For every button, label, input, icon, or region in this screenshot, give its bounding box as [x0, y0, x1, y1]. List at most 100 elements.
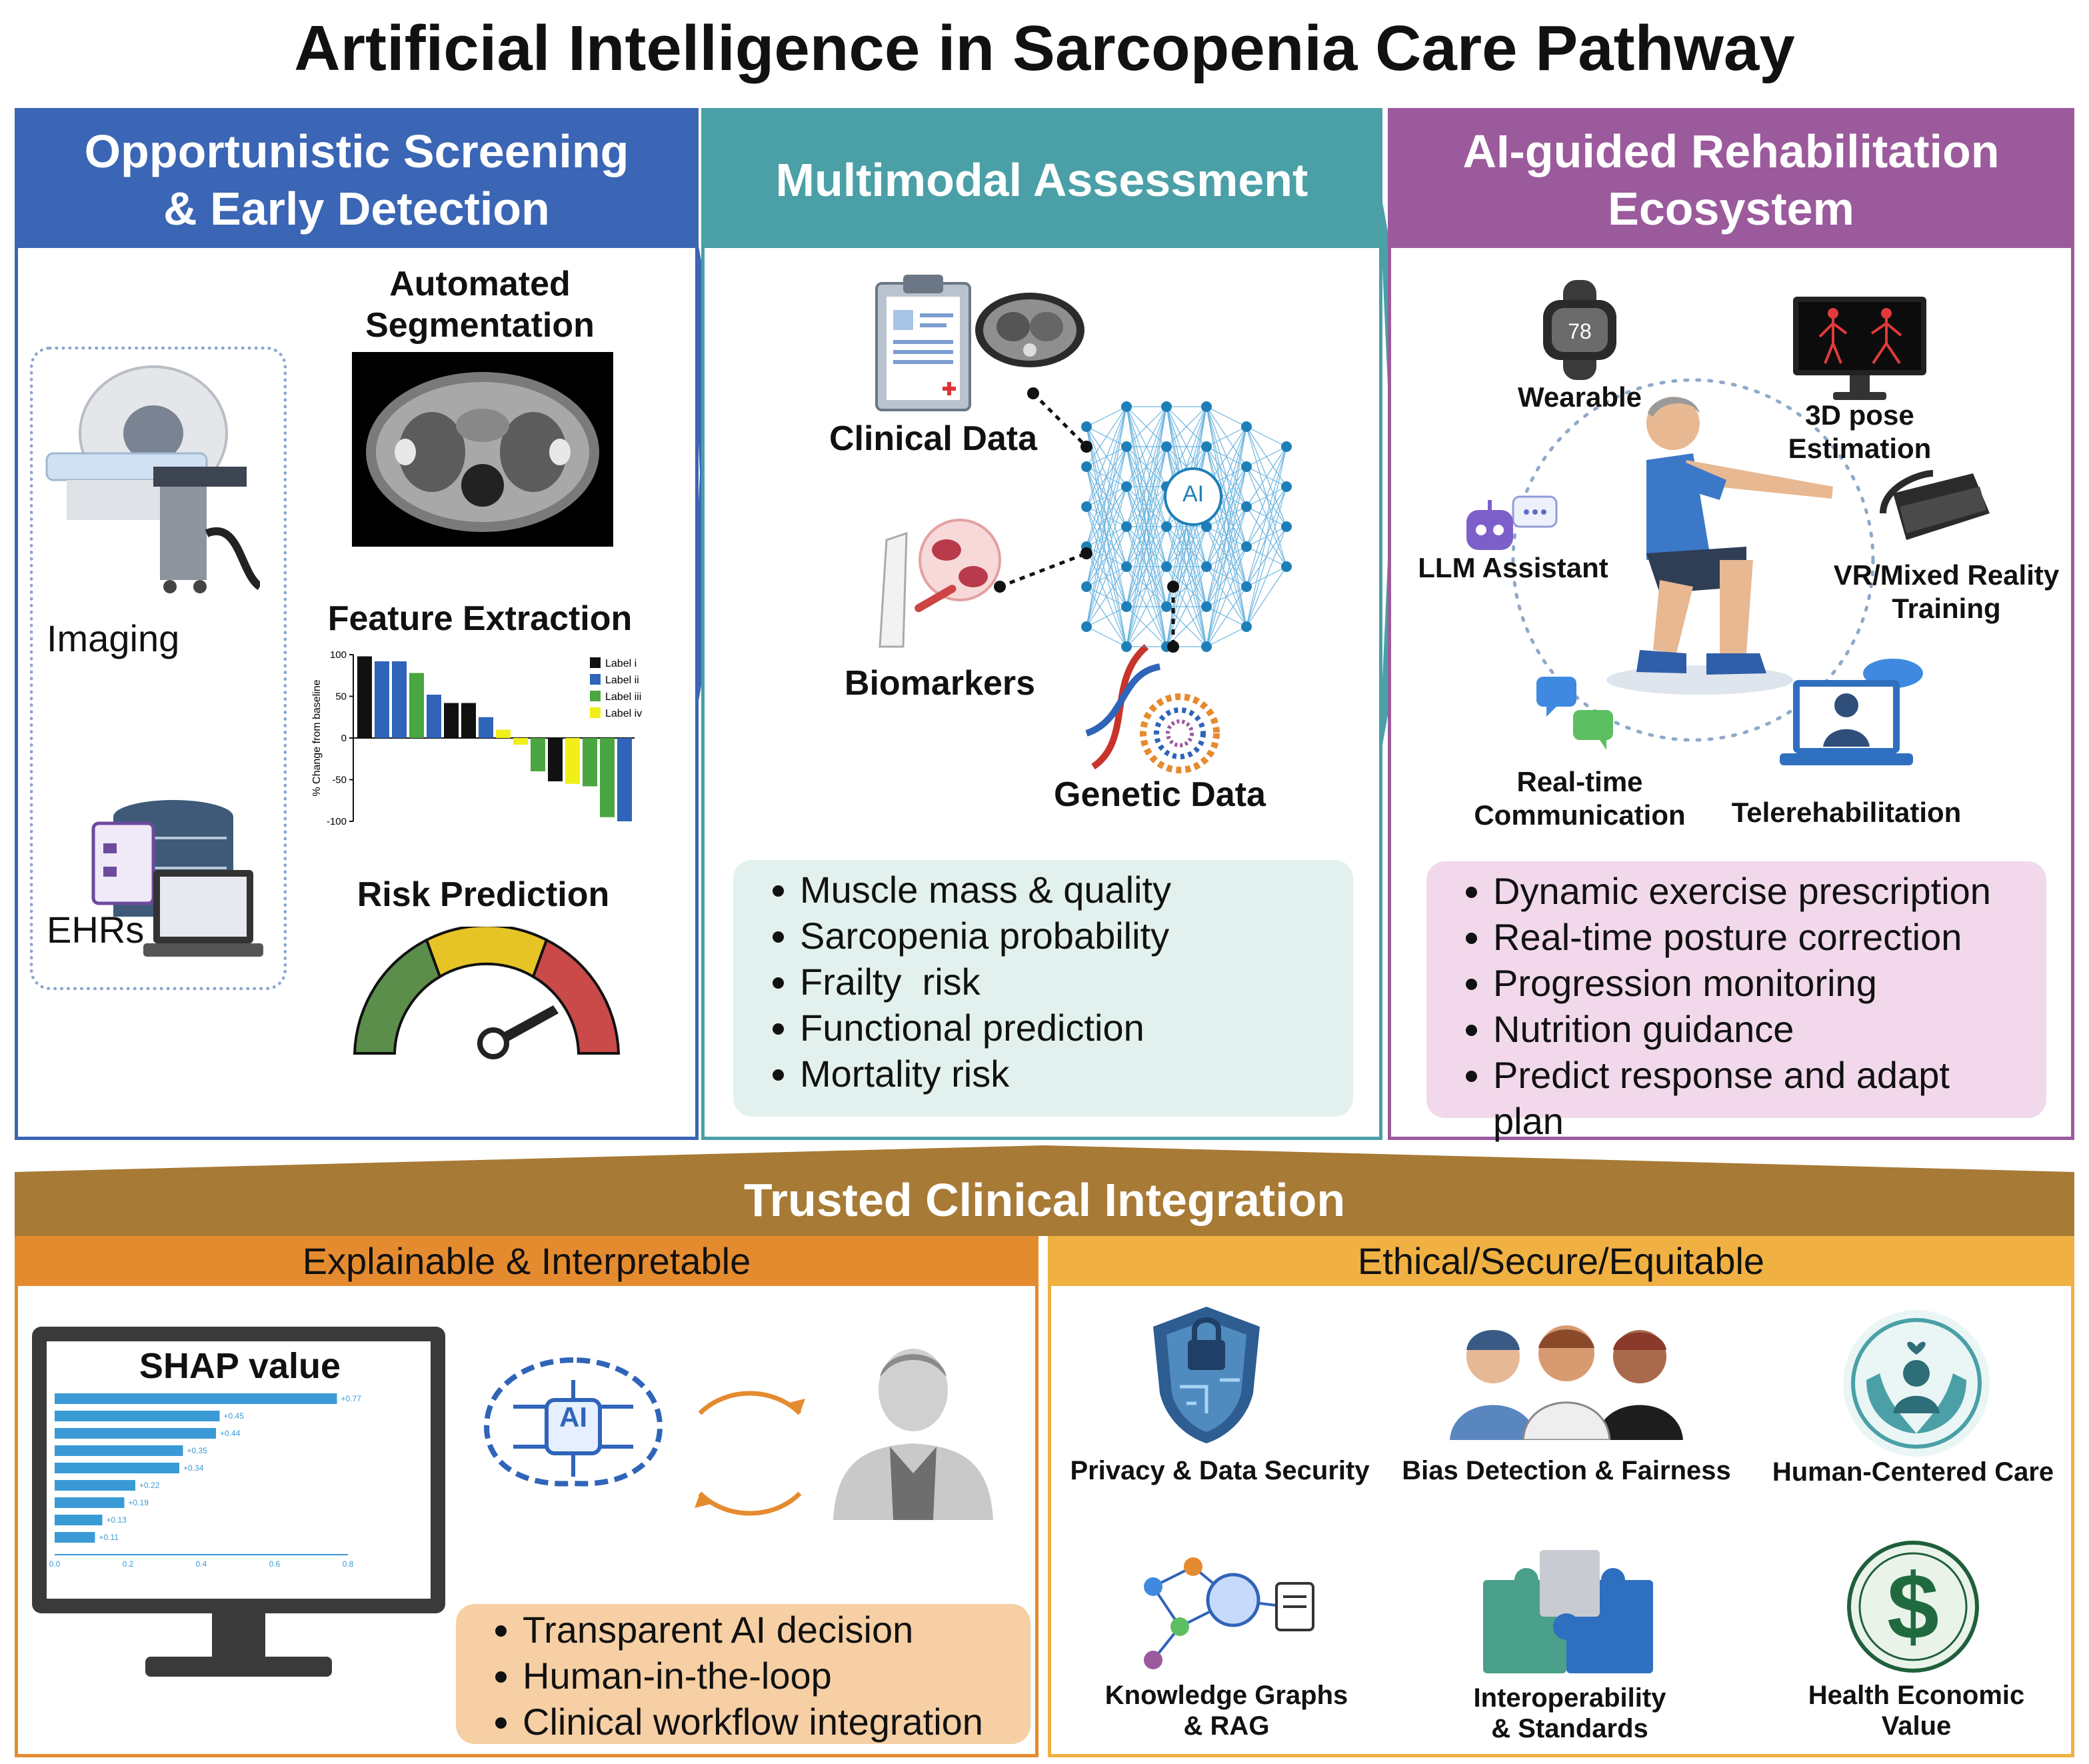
shap-value-label: +0.44 [220, 1429, 241, 1438]
nn-node [1241, 501, 1252, 512]
waterfall-bar [444, 703, 459, 738]
shap-bar [55, 1445, 183, 1456]
nn-node [1281, 481, 1292, 492]
diverse-people-icon [1450, 1325, 1683, 1440]
y-tick-label: -100 [327, 816, 347, 827]
ai-brain-icon [483, 1357, 663, 1487]
nn-edge [1206, 426, 1247, 567]
wearable-label: Wearable [1518, 381, 1642, 413]
risk-prediction-label: Risk Prediction [357, 875, 610, 914]
ethical-heading: Ethical/Secure/Equitable [1048, 1236, 2074, 1286]
nn-node [1161, 521, 1172, 532]
explain-bullet: Clinical workflow integration [523, 1699, 1011, 1745]
shap-x-tick-label: 0.8 [343, 1559, 354, 1569]
puzzle-pieces-icon [1483, 1550, 1653, 1673]
nn-edge [1086, 446, 1127, 627]
nn-edge [1126, 406, 1167, 607]
nn-node [1241, 421, 1252, 432]
nn-edge [1126, 486, 1167, 647]
nn-edge [1206, 586, 1247, 647]
nn-node [1121, 641, 1132, 652]
nn-edge [1166, 406, 1207, 647]
shap-bar [55, 1497, 125, 1508]
nn-edge [1086, 406, 1127, 627]
nn-edge [1246, 486, 1287, 627]
waterfall-bar [496, 729, 511, 738]
nn-edge [1246, 446, 1287, 627]
nn-node [1201, 601, 1212, 612]
link-endpoint [994, 581, 1006, 593]
nn-node [1121, 521, 1132, 532]
shield-lock-icon [1153, 1307, 1260, 1443]
waterfall-bar [357, 656, 372, 738]
rehab-outcomes-box: Dynamic exercise prescription Real-time … [1426, 861, 2046, 1142]
neural-network-icon [994, 387, 1292, 653]
bias-fairness-label: Bias Detection & Fairness [1402, 1456, 1731, 1485]
legend-swatch [590, 657, 601, 668]
pose-monitor-icon [1793, 297, 1926, 400]
telehealth-laptop-icon [1780, 659, 1923, 765]
ecosystem-ring [1511, 378, 1875, 742]
screening-heading: Opportunistic Screening & Early Detectio… [18, 111, 695, 248]
assessment-bullet: Functional prediction [800, 1005, 1333, 1051]
nn-edge [1246, 426, 1287, 447]
shap-bar [55, 1532, 95, 1543]
rehab-bullet: Progression monitoring [1493, 960, 2026, 1006]
shap-value-label: +0.22 [139, 1481, 160, 1490]
legend-label: Label i [605, 658, 637, 669]
nn-node [1201, 441, 1212, 452]
link-endpoint [1167, 581, 1179, 593]
chart-y-axis-label: % Change from baseline [311, 679, 323, 796]
shap-x-tick-label: 0.6 [269, 1559, 281, 1569]
nn-node [1161, 561, 1172, 572]
nn-node [1121, 401, 1132, 412]
nn-edge [1086, 606, 1127, 627]
rehab-bullet: Predict response and adapt plan [1493, 1052, 2026, 1144]
nn-edge [1206, 426, 1247, 447]
nn-edge [1166, 406, 1207, 487]
link-clinical [1032, 392, 1088, 448]
shap-bar [55, 1428, 216, 1439]
ehr-label: EHRs [47, 909, 145, 951]
clinician-icon [833, 1349, 993, 1520]
nn-edge [1206, 626, 1247, 647]
telerehab-label: Telerehabilitation [1731, 797, 1962, 828]
nn-node [1161, 441, 1172, 452]
nn-node [1281, 441, 1292, 452]
shap-value-label: +0.45 [224, 1411, 245, 1421]
knowledge-graph-icon [1144, 1557, 1314, 1669]
waterfall-bar [409, 673, 424, 738]
shap-bar [55, 1515, 103, 1525]
communication-label: Real-time Communication [1474, 766, 1686, 831]
shap-x-tick-label: 0.4 [196, 1559, 207, 1569]
nn-edge [1206, 426, 1247, 647]
dollar-sign: $ [1887, 1554, 1939, 1659]
rehab-heading: AI-guided Rehabilitation Ecosystem [1391, 111, 2071, 248]
legend-swatch [590, 674, 601, 685]
nn-edge [1086, 626, 1127, 647]
smartwatch-icon: 78 [1543, 280, 1616, 380]
nn-edge [1126, 406, 1167, 487]
nn-edge [1126, 606, 1167, 647]
nn-edge [1126, 406, 1167, 567]
health-economic-label: Health Economic Value [1808, 1681, 2025, 1741]
rehab-bullet: Dynamic exercise prescription [1493, 868, 2026, 914]
vr-headset-icon [1880, 470, 1990, 540]
trusted-heading: Trusted Clinical Integration [743, 1174, 1346, 1226]
nn-edge [1086, 406, 1127, 547]
nn-edge [1086, 406, 1127, 587]
exercising-person-icon [1606, 397, 1833, 695]
waterfall-bar [617, 738, 632, 821]
nn-node [1201, 521, 1212, 532]
robot-chat-icon [1466, 495, 1558, 550]
y-tick-label: 0 [341, 733, 347, 744]
link-endpoint [1080, 441, 1092, 453]
screening-panel: Opportunistic Screening & Early Detectio… [15, 108, 699, 1140]
waterfall-bar [479, 717, 493, 738]
page-title: Artificial Intelligence in Sarcopenia Ca… [294, 13, 1795, 84]
nn-node [1161, 401, 1172, 412]
waterfall-bar [392, 661, 407, 738]
shap-value-label: +0.11 [99, 1533, 119, 1542]
shap-bar [55, 1411, 220, 1421]
